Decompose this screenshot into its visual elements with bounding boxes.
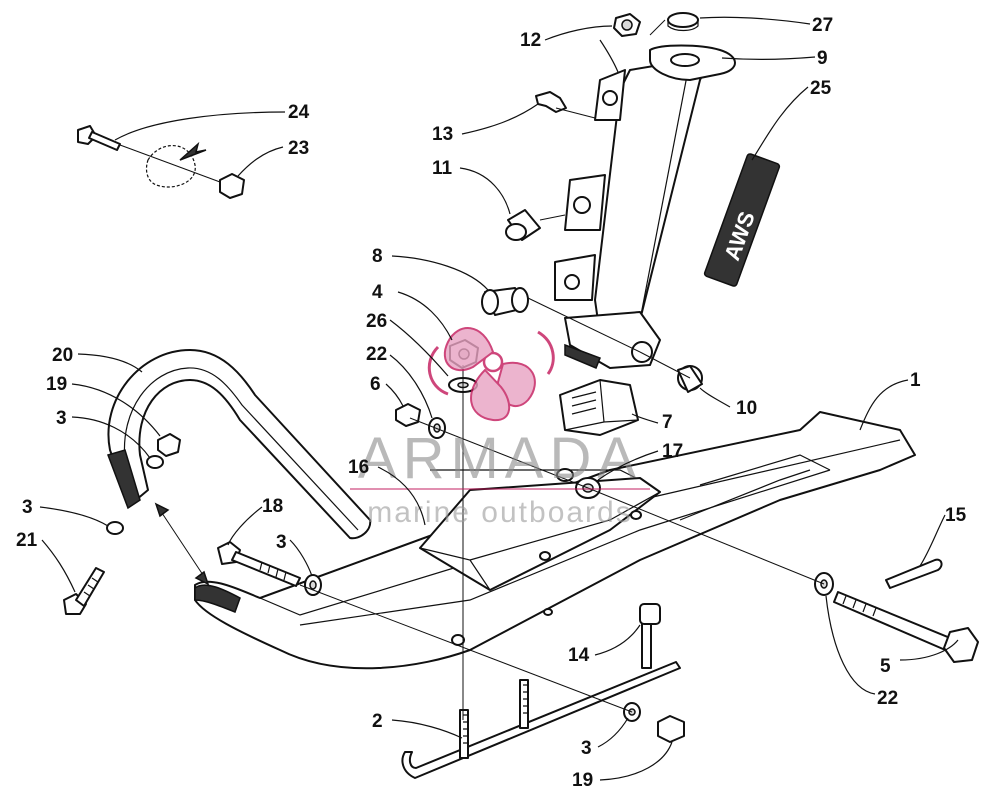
callout-8: 8 bbox=[372, 246, 383, 267]
callout-3: 3 bbox=[581, 738, 592, 759]
callout-18: 18 bbox=[262, 496, 283, 517]
callout-14: 14 bbox=[568, 645, 590, 666]
spindle bbox=[554, 44, 736, 369]
hardware bbox=[63, 12, 979, 743]
wear-bar bbox=[401, 617, 681, 779]
callout-labels: 1 2 3 3 3 3 4 5 6 7 8 9 10 11 12 13 14 1… bbox=[16, 15, 967, 791]
callout-12: 12 bbox=[520, 30, 541, 51]
callout-16: 16 bbox=[348, 457, 369, 478]
callout-9: 9 bbox=[817, 48, 828, 69]
callout-24: 24 bbox=[288, 102, 310, 123]
watermark-brand: ARMADA bbox=[358, 426, 642, 491]
callout-22: 22 bbox=[366, 344, 387, 365]
callout-20: 20 bbox=[52, 345, 73, 366]
callout-15: 15 bbox=[945, 505, 967, 526]
callout-13: 13 bbox=[432, 124, 453, 145]
callout-6: 6 bbox=[370, 374, 381, 395]
callout-3: 3 bbox=[22, 497, 33, 518]
callout-11: 11 bbox=[432, 158, 453, 179]
callout-10: 10 bbox=[736, 398, 757, 419]
callout-5: 5 bbox=[880, 656, 891, 677]
callout-7: 7 bbox=[662, 412, 673, 433]
callout-22: 22 bbox=[877, 688, 898, 709]
callout-4: 4 bbox=[372, 282, 383, 303]
leader-lines bbox=[39, 16, 959, 781]
watermark-logo bbox=[427, 327, 555, 422]
callout-23: 23 bbox=[288, 138, 309, 159]
ski-loop bbox=[107, 349, 372, 540]
callout-26: 26 bbox=[366, 311, 387, 332]
callout-25: 25 bbox=[810, 78, 832, 99]
callout-19: 19 bbox=[46, 374, 67, 395]
callout-1: 1 bbox=[910, 370, 921, 391]
ski bbox=[194, 411, 916, 670]
aws-decal: AWS ARCTIC WISHBONE SUSPENSION bbox=[703, 153, 788, 287]
watermark: ARMADA marine outboards bbox=[350, 327, 650, 529]
callout-17: 17 bbox=[662, 441, 683, 462]
watermark-subtitle: marine outboards bbox=[367, 496, 632, 529]
callout-3: 3 bbox=[276, 532, 287, 553]
watermark-rule bbox=[350, 488, 650, 490]
callout-3: 3 bbox=[56, 408, 67, 429]
callout-27: 27 bbox=[812, 15, 833, 36]
callout-19: 19 bbox=[572, 770, 593, 791]
callout-21: 21 bbox=[16, 530, 38, 551]
callout-2: 2 bbox=[372, 711, 383, 732]
